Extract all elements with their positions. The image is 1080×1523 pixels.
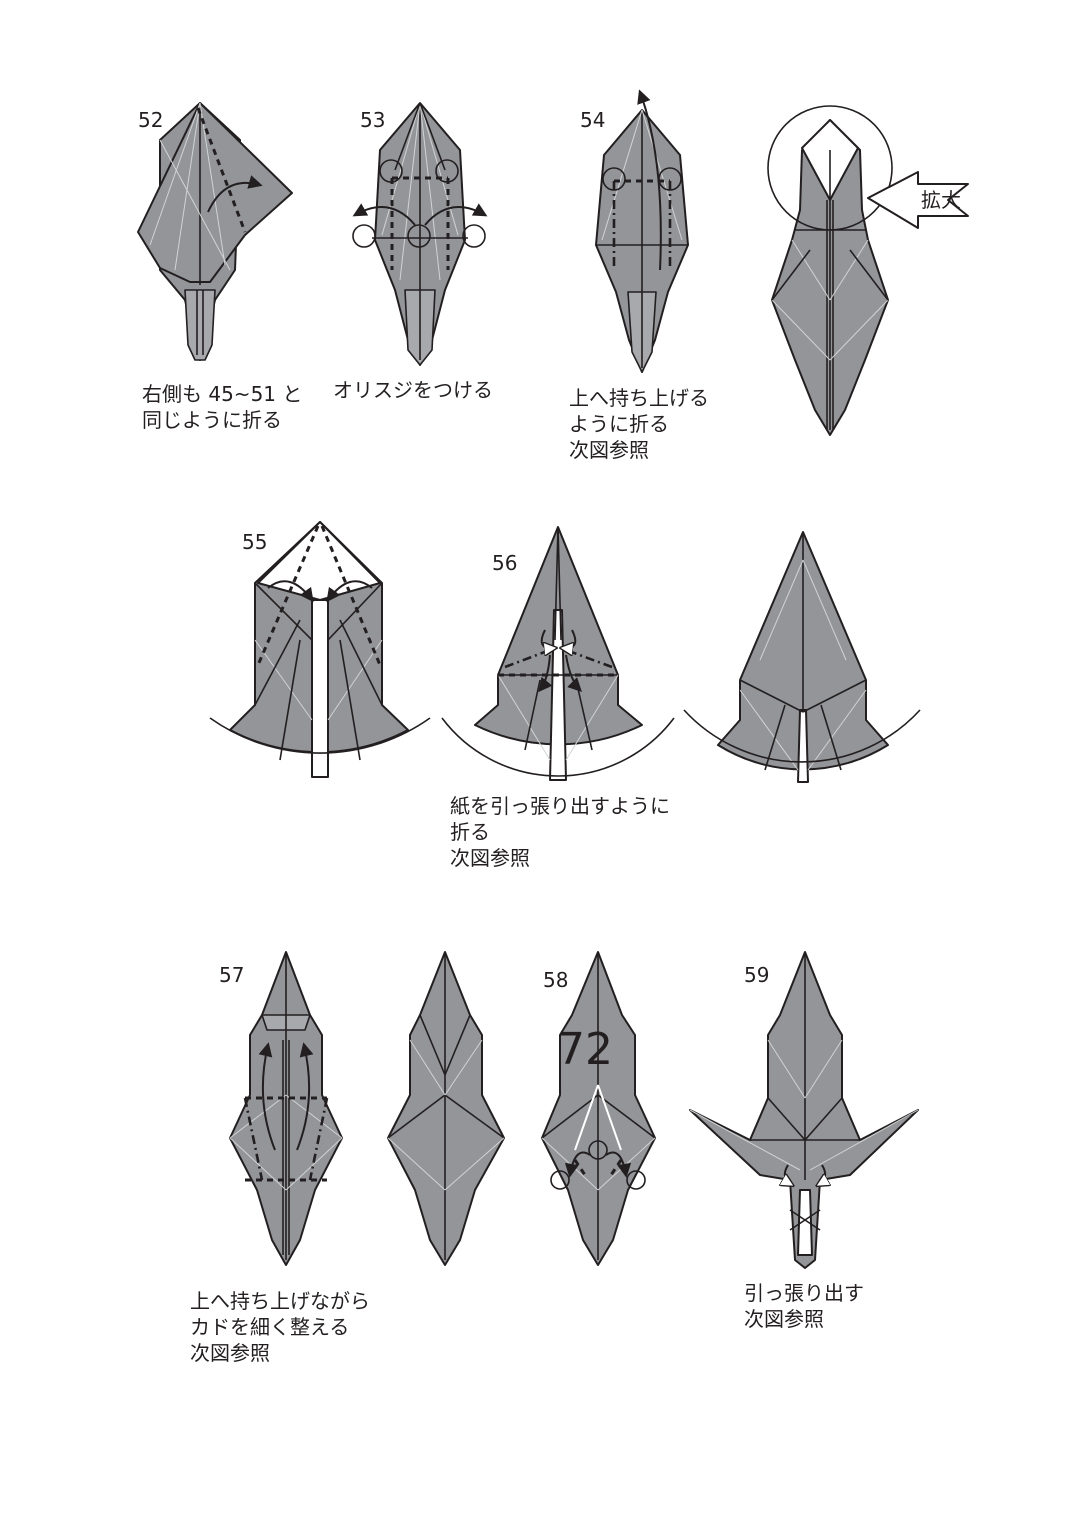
- caption-step-59: 引っ張り出す 次図参照: [744, 1280, 864, 1332]
- diagram-step-54-result: [767, 105, 969, 436]
- caption-line: 上へ持ち上げながら: [190, 1289, 370, 1313]
- diagram-step-59: [689, 951, 919, 1269]
- caption-step-53: オリスジをつける: [333, 377, 493, 403]
- caption-line: 次図参照: [744, 1307, 824, 1331]
- caption-step-54: 上へ持ち上げる ように折る 次図参照: [569, 385, 709, 463]
- caption-line: 同じように折る: [142, 408, 282, 432]
- caption-line: ように折る: [569, 412, 669, 436]
- caption-line: 折る: [450, 820, 490, 844]
- diagram-step-56: [441, 526, 675, 781]
- diagram-step-58: [541, 951, 656, 1266]
- caption-line: 次図参照: [569, 438, 649, 462]
- caption-line: カドを細く整える: [190, 1315, 350, 1339]
- zoom-label: 拡大: [921, 188, 961, 212]
- diagram-step-53: [352, 102, 488, 366]
- step-number-57: 57: [219, 963, 245, 987]
- caption-line: 次図参照: [450, 846, 530, 870]
- caption-step-52: 右側も 45~51 と 同じように折る: [142, 381, 302, 433]
- step-number-58: 58: [543, 968, 569, 992]
- diagram-step-56-result: [683, 531, 921, 783]
- caption-line: オリスジをつける: [333, 378, 493, 402]
- diagram-step-54: [595, 89, 689, 373]
- step-number-52: 52: [138, 108, 164, 132]
- diagram-step-57-result: [387, 951, 505, 1266]
- diagram-step-55: [209, 521, 431, 778]
- caption-line: 上へ持ち上げる: [569, 386, 709, 410]
- caption-line: 紙を引っ張り出すように: [450, 794, 670, 818]
- caption-line: 次図参照: [190, 1341, 270, 1365]
- step-number-59: 59: [744, 963, 770, 987]
- diagram-step-52: [137, 102, 293, 361]
- caption-step-56: 紙を引っ張り出すように 折る 次図参照: [450, 793, 670, 871]
- step-number-53: 53: [360, 108, 386, 132]
- diagram-step-57: [229, 951, 343, 1266]
- caption-line: 右側も 45~51 と: [142, 382, 303, 406]
- step-number-55: 55: [242, 530, 268, 554]
- page-number: 72: [557, 1024, 613, 1075]
- caption-line: 引っ張り出す: [744, 1281, 864, 1305]
- caption-step-57: 上へ持ち上げながら カドを細く整える 次図参照: [190, 1288, 370, 1366]
- step-number-54: 54: [580, 108, 606, 132]
- step-number-56: 56: [492, 551, 518, 575]
